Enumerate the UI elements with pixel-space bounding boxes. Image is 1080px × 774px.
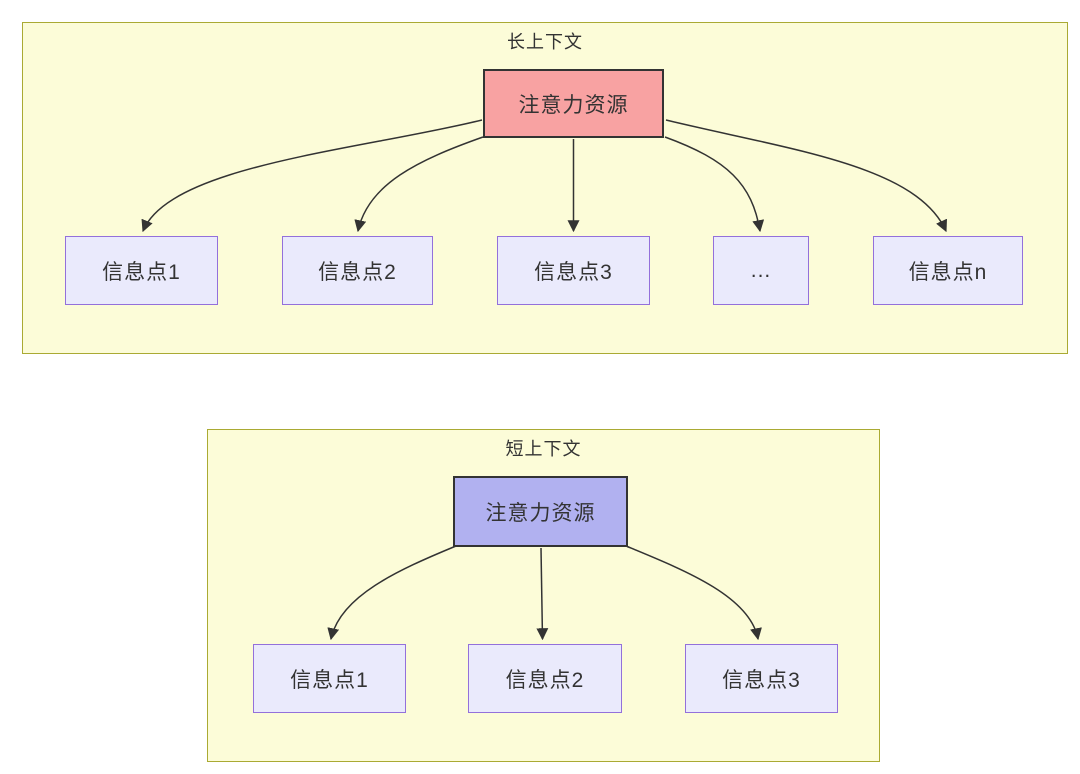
node-attention-long: 注意力资源 xyxy=(483,69,664,138)
node-short-info-1: 信息点1 xyxy=(253,644,406,713)
node-long-info-2: 信息点2 xyxy=(282,236,433,305)
node-long-info-3: 信息点3 xyxy=(497,236,650,305)
node-long-info-ellipsis: ... xyxy=(713,236,809,305)
node-short-info-3: 信息点3 xyxy=(685,644,838,713)
node-attention-short: 注意力资源 xyxy=(453,476,628,547)
node-short-info-2: 信息点2 xyxy=(468,644,622,713)
panel-long-context-title: 长上下文 xyxy=(507,32,583,52)
panel-short-context-title: 短上下文 xyxy=(505,439,582,459)
node-long-info-1: 信息点1 xyxy=(65,236,218,305)
node-long-info-n: 信息点n xyxy=(873,236,1023,305)
